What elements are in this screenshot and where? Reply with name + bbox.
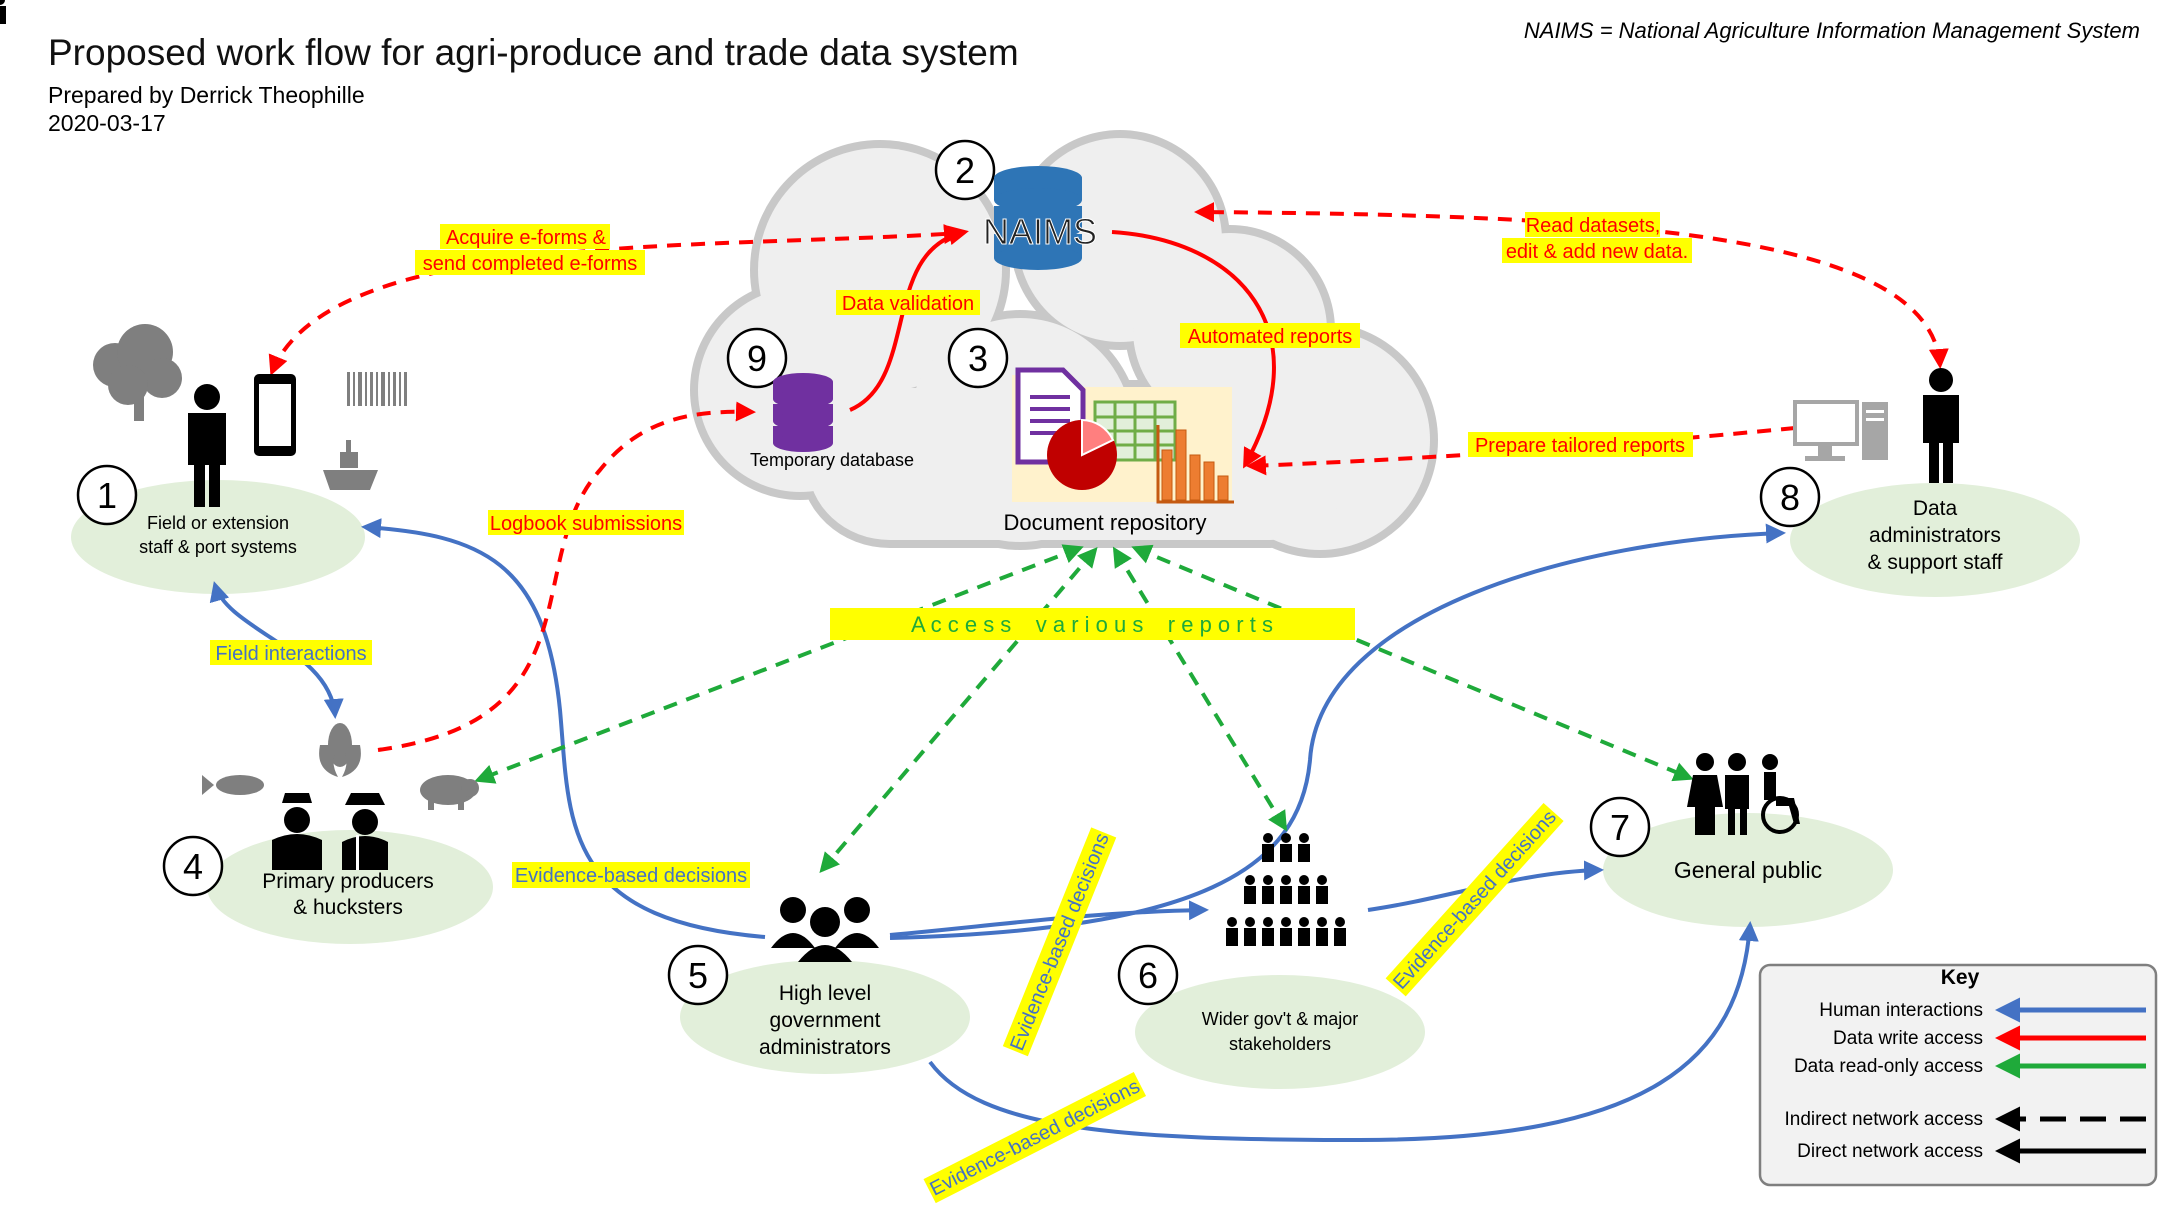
bar-chart-icon [1156,425,1234,504]
database-icon [773,373,833,452]
node-5-label-line1: High level [779,982,871,1005]
node-2-number: 2 [955,150,975,191]
node-8-number: 8 [1780,477,1800,518]
label-acquire-1: Acquire e-forms & [446,227,607,249]
edge-naims-to-docs [1111,230,1276,469]
node-6-label-line1: Wider gov't & major [1202,1009,1358,1029]
doc-repo-label: Document repository [1004,510,1207,535]
node-5-label-line2: government [770,1009,881,1032]
node-7-ellipse [1603,813,1893,927]
label-evidence-5-8: Evidence-based decisions [1006,830,1113,1054]
page-title: Proposed work flow for agri-produce and … [48,32,1019,73]
label-data-validation: Data validation [842,293,974,315]
legend-title: Key [1941,966,1980,989]
farmer-icon [342,793,388,870]
label-automated-reports: Automated reports [1188,326,1353,348]
barcode-icon [347,372,407,406]
computer-icon [1793,400,1888,461]
node-4-label-line1: Primary producers [262,870,434,893]
label-read-1: Read datasets, [1526,215,1661,237]
node-5-label-line3: administrators [759,1036,891,1059]
label-evidence-5-1: Evidence-based decisions [515,865,747,887]
legend-indirect-label: Indirect network access [1784,1109,1983,1130]
node-1-number: 1 [97,475,117,516]
node-6-ellipse [1135,975,1425,1089]
edge-4-to-9 [377,401,756,752]
node-1-ellipse [71,480,365,594]
edge-docs-to-7 [1131,544,1694,782]
author-line: Prepared by Derrick Theophille [48,82,365,108]
node-8-ellipse [1790,483,2080,597]
node-number-markers: 1 2 3 4 5 6 7 8 9 [76,139,1821,1006]
legend-box: Key Human interactions Data write access… [1758,963,2158,1187]
corn-icon [319,723,361,777]
smartphone-icon [254,374,296,456]
person-icon [1923,368,1959,483]
label-logbook: Logbook submissions [490,513,682,535]
date-line: 2020-03-17 [48,110,166,136]
node-5-ellipse [680,960,970,1074]
acronym-note: NAIMS = National Agriculture Information… [1523,18,2140,43]
node-4-label-line2: & hucksters [293,896,403,919]
node-5-number: 5 [688,955,708,996]
crowd-icon [0,0,1346,946]
label-access-reports: A c c e s s v a r i o u s r e p o r t s [911,612,1273,637]
label-read-2: edit & add new data. [1506,241,1688,263]
node-7-label: General public [1674,857,1822,883]
family-icon [1687,753,1749,835]
node-6-label-line2: stakeholders [1229,1034,1331,1054]
edge-docs-to-6 [1112,546,1288,832]
wheelchair-icon [1761,754,1800,834]
node-labels: Field or extension staff & port systems … [139,497,2003,1059]
group-icon [771,897,879,962]
fish-icon [202,775,264,795]
temp-db-label: Temporary database [750,450,914,470]
label-prepare-reports: Prepare tailored reports [1475,435,1685,457]
tree-icon [93,324,182,421]
node-1-label-line2: staff & port systems [139,537,297,557]
ship-icon [323,440,378,490]
node-6-number: 6 [1138,955,1158,996]
label-field-interactions: Field interactions [215,643,366,665]
legend-read-label: Data read-only access [1794,1056,1983,1077]
pie-chart-icon [1047,418,1117,490]
edge-1-to-naims [268,224,964,376]
naims-label: NAIMS [983,211,1097,252]
edge-docs-to-5 [819,546,1098,874]
node-3-number: 3 [968,338,988,379]
node-7-number: 7 [1610,807,1630,848]
person-icon [188,384,226,507]
captain-icon [272,793,322,870]
node-8-label-line3: & support staff [1867,551,2002,574]
edge-9-to-naims [849,225,969,412]
edge-5-to-7 [928,921,1759,1143]
label-acquire-2: send completed e-forms [423,253,638,275]
node-1-label-line1: Field or extension [147,513,289,533]
pig-icon [420,775,479,810]
database-icon [994,166,1082,270]
label-evidence-5-7: Evidence-based decisions [926,1075,1143,1200]
edge-docs-to-4 [474,544,1084,784]
legend-human-label: Human interactions [1819,1000,1983,1021]
legend-direct-label: Direct network access [1797,1141,1983,1162]
legend-write-label: Data write access [1833,1028,1983,1049]
node-4-number: 4 [183,846,203,887]
edge-8-to-naims [1194,202,1949,369]
node-8-label-line1: Data [1913,497,1958,520]
edge-5-to-6 [889,900,1209,937]
node-8-label-line2: administrators [1869,524,2001,547]
node-9-number: 9 [747,338,767,379]
